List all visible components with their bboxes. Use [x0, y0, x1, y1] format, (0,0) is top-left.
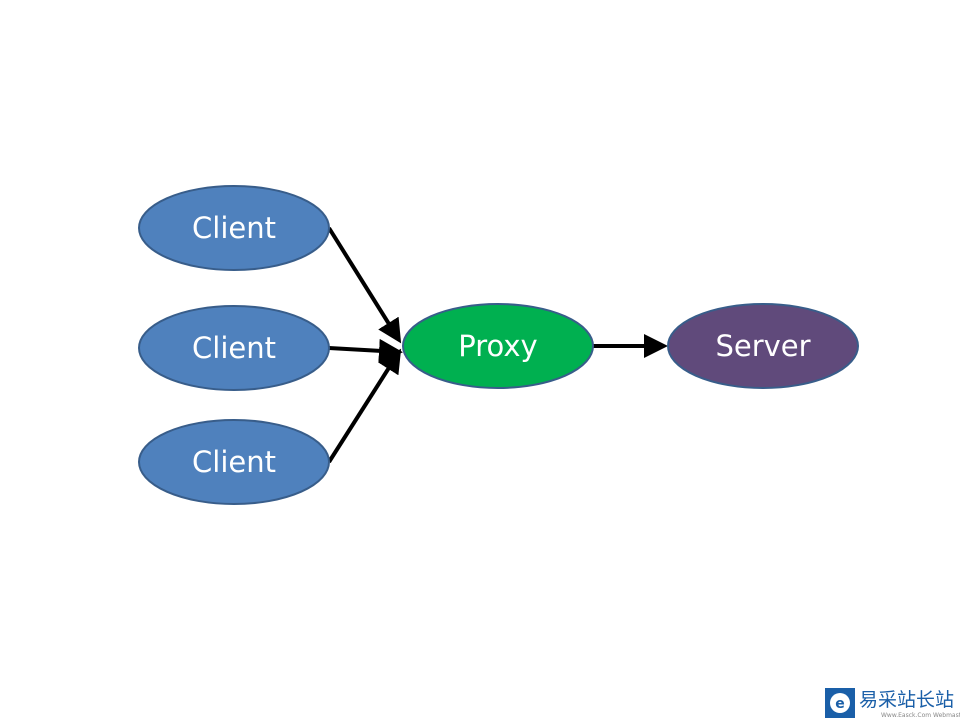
label-client2: Client	[192, 331, 276, 365]
ellipse-client3	[138, 419, 330, 505]
svg-text:易采站长站: 易采站长站	[859, 689, 954, 711]
svg-text:Www.Easck.Com Webmaster: Www.Easck.Com Webmaster	[881, 712, 960, 719]
ellipse-client2	[138, 305, 330, 391]
label-client3: Client	[192, 445, 276, 479]
watermark-logo: e 易采站长站 Www.Easck.Com Webmaster	[825, 686, 960, 720]
ellipse-proxy	[402, 303, 594, 389]
node-client2: Client	[138, 305, 330, 391]
label-client1: Client	[192, 211, 276, 245]
arrow-client2-to-proxy	[328, 338, 403, 363]
ellipse-client1	[138, 185, 330, 271]
label-proxy: Proxy	[458, 329, 537, 363]
node-proxy: Proxy	[402, 303, 594, 389]
label-server: Server	[715, 329, 810, 363]
arrow-client3-to-proxy	[327, 348, 402, 464]
arrow-client1-to-proxy	[327, 226, 402, 344]
node-server: Server	[667, 303, 859, 389]
ellipse-server	[667, 303, 859, 389]
node-client1: Client	[138, 185, 330, 271]
node-client3: Client	[138, 419, 330, 505]
svg-text:e: e	[835, 696, 845, 712]
